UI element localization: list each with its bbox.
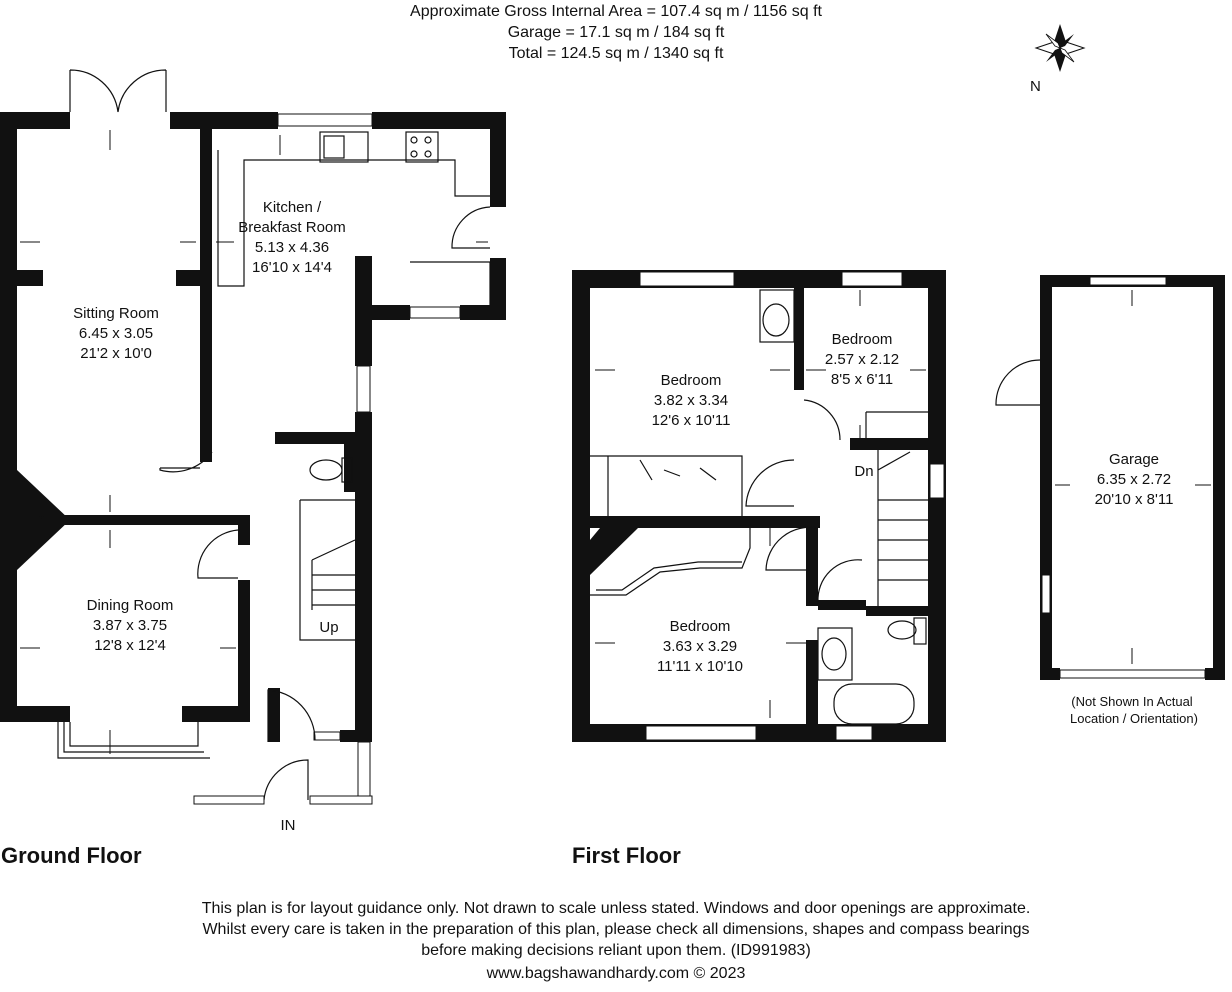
bedroom3-imperial: 11'11 x 10'10 [657,658,743,675]
garage-imperial: 20'10 x 8'11 [1095,491,1174,508]
dining-room-imperial: 12'8 x 12'4 [94,637,166,654]
first-floor-title: First Floor [572,843,681,868]
total-area-text: Total = 124.5 sq m / 1340 sq ft [508,45,724,62]
sitting-room-imperial: 21'2 x 10'0 [80,345,152,362]
kitchen-imperial: 16'10 x 14'4 [252,259,332,276]
compass-icon [1034,24,1086,72]
dining-room-metric: 3.87 x 3.75 [93,617,167,634]
sitting-room-name: Sitting Room [73,305,159,322]
garage-metric: 6.35 x 2.72 [1097,471,1171,488]
garage-area-text: Garage = 17.1 sq m / 184 sq ft [507,24,725,41]
garage-walls [995,275,1225,680]
first-floor-fixtures [590,271,945,741]
garage-note-line2: Location / Orientation) [1070,711,1198,726]
ground-floor-fixtures [13,69,491,805]
compass-north-label: N [1030,78,1041,95]
first-floor-labels: Bedroom 3.82 x 3.34 12'6 x 10'11 Bedroom… [652,331,900,675]
gross-area-text: Approximate Gross Internal Area = 107.4 … [410,3,822,20]
dining-room-name: Dining Room [87,597,174,614]
garage-labels: Garage 6.35 x 2.72 20'10 x 8'11 (Not Sho… [1070,451,1198,726]
stairs-up-label: Up [319,619,338,636]
disclaimer-line1: This plan is for layout guidance only. N… [201,900,1031,917]
bedroom1-imperial: 12'6 x 10'11 [652,412,731,429]
bedroom2-name: Bedroom [832,331,893,348]
sitting-room-metric: 6.45 x 3.05 [79,325,153,342]
bedroom2-metric: 2.57 x 2.12 [825,351,899,368]
entrance-label: IN [281,817,296,834]
disclaimer-line2: Whilst every care is taken in the prepar… [202,921,1030,938]
bedroom3-metric: 3.63 x 3.29 [663,638,737,655]
garage-name: Garage [1109,451,1159,468]
bedroom1-name: Bedroom [661,372,722,389]
kitchen-metric: 5.13 x 4.36 [255,239,329,256]
bedroom1-metric: 3.82 x 3.34 [654,392,728,409]
disclaimer-line3: before making decisions reliant upon the… [421,942,811,959]
ground-floor-labels: Sitting Room 6.45 x 3.05 21'2 x 10'0 Kit… [73,199,346,834]
ground-floor-title: Ground Floor [1,843,142,868]
bedroom2-imperial: 8'5 x 6'11 [831,371,893,388]
kitchen-name-line1: Kitchen / [263,199,322,216]
website-copyright: www.bagshawandhardy.com © 2023 [486,965,746,982]
bedroom3-name: Bedroom [670,618,731,635]
garage-note-line1: (Not Shown In Actual [1071,694,1193,709]
dimension-markers [20,130,1211,754]
ground-floor-walls [0,112,506,742]
kitchen-name-line2: Breakfast Room [238,219,346,236]
stairs-down-label: Dn [854,463,873,480]
